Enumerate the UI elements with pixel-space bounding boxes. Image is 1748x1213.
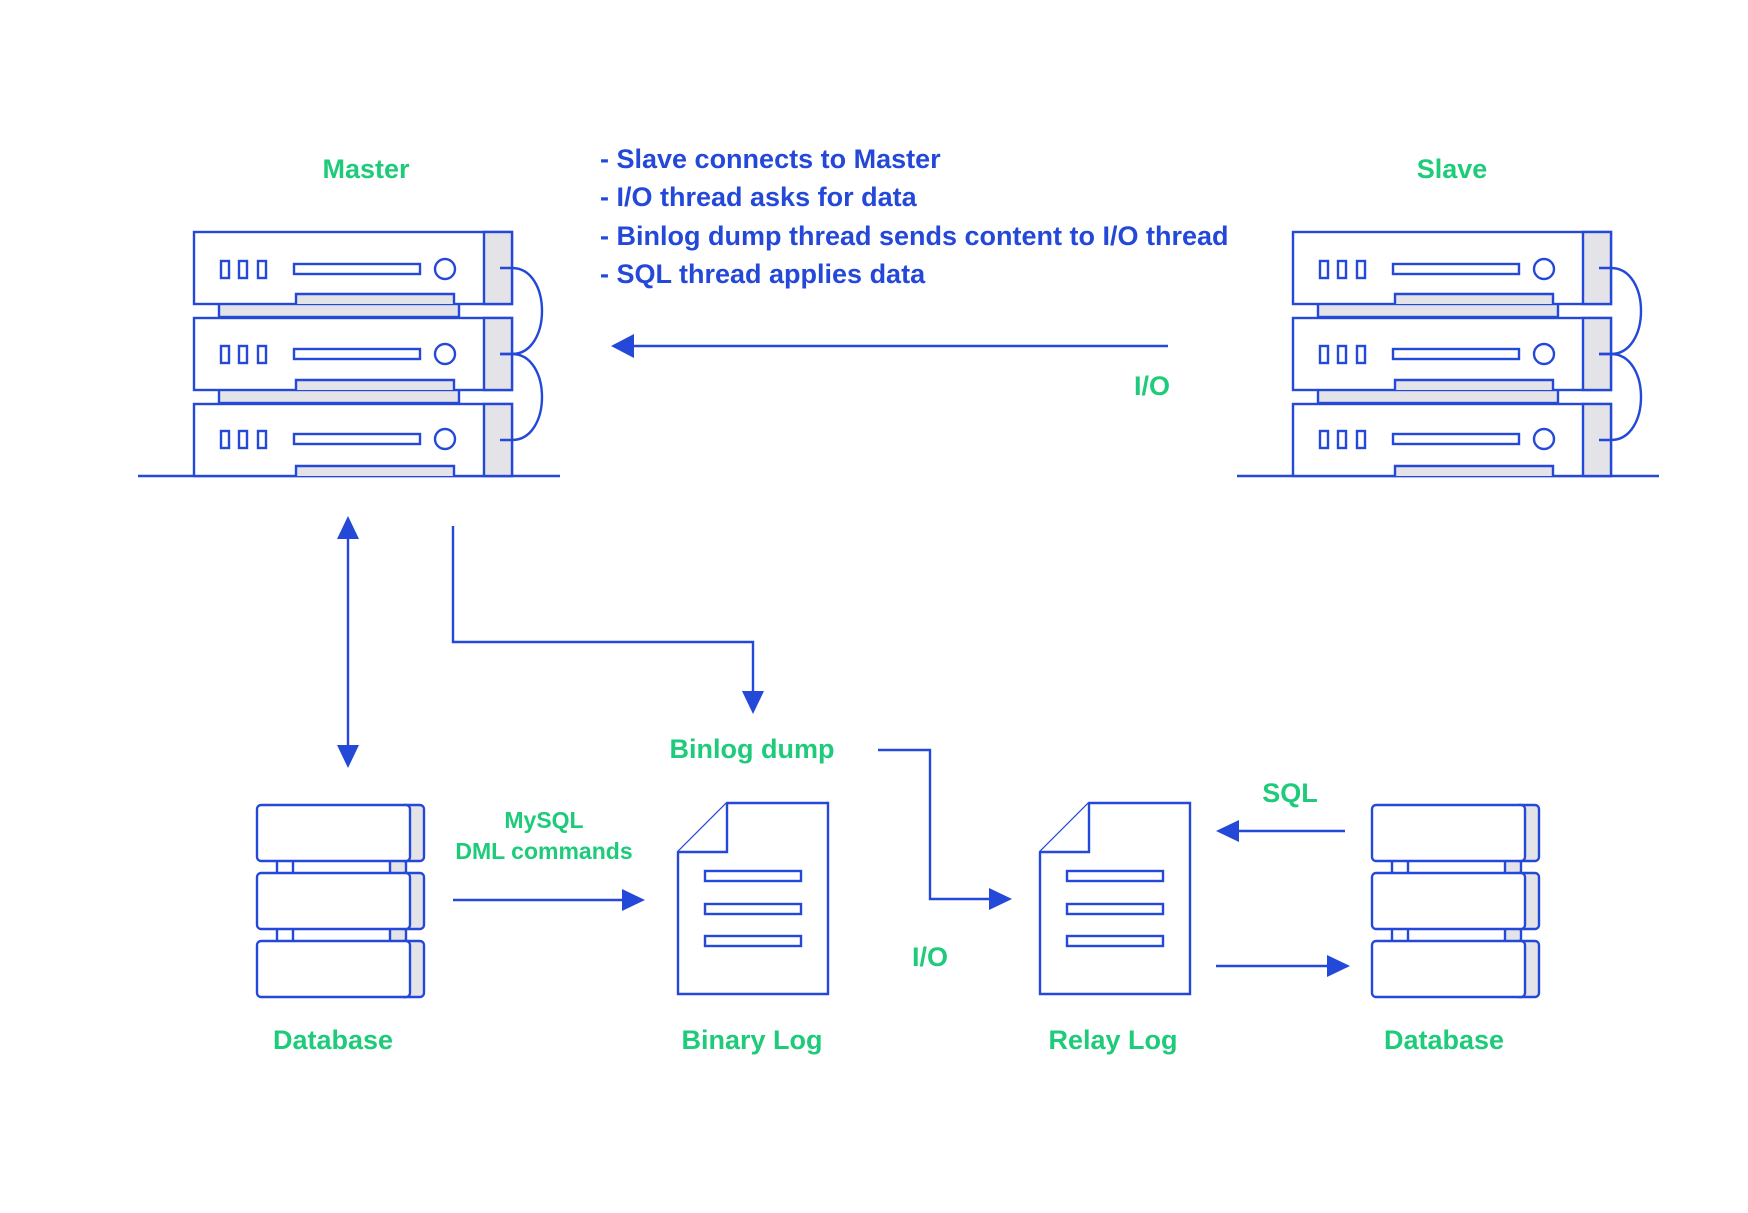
database-right-icon [1370, 803, 1541, 999]
binlog-dump-label: Binlog dump [670, 734, 835, 764]
relay-log-label: Relay Log [1048, 1025, 1177, 1055]
master-database-bidirectional-arrow [337, 516, 359, 768]
io-bottom-label: I/O [912, 942, 948, 972]
sql-apply-arrow [1216, 955, 1350, 977]
slave-label: Slave [1417, 154, 1488, 184]
note-item: - SQL thread applies data [600, 259, 926, 289]
dml-commands-arrow [453, 889, 645, 911]
io-top-label: I/O [1134, 371, 1170, 401]
notes-list: - Slave connects to Master - I/O thread … [600, 144, 1229, 289]
relay-log-document-icon [1038, 801, 1192, 996]
master-to-binlog-dump-arrow [451, 526, 764, 714]
database-right-label: Database [1384, 1025, 1504, 1055]
note-item: - Slave connects to Master [600, 144, 941, 174]
note-item: - Binlog dump thread sends content to I/… [600, 221, 1229, 251]
slave-server-stack-icon [1237, 230, 1659, 478]
note-item: - I/O thread asks for data [600, 182, 918, 212]
database-left-label: Database [273, 1025, 393, 1055]
sql-label: SQL [1262, 778, 1318, 808]
sql-read-arrow [1216, 820, 1345, 842]
master-label: Master [322, 154, 410, 184]
binlog-to-relay-arrow [878, 748, 1012, 910]
master-server-stack-icon [138, 230, 560, 478]
binary-log-document-icon [676, 801, 830, 996]
dml-commands-label: DML commands [455, 838, 632, 864]
mysql-label: MySQL [504, 807, 583, 833]
database-left-icon [255, 803, 426, 999]
io-request-arrow [611, 334, 1168, 358]
binary-log-label: Binary Log [681, 1025, 822, 1055]
